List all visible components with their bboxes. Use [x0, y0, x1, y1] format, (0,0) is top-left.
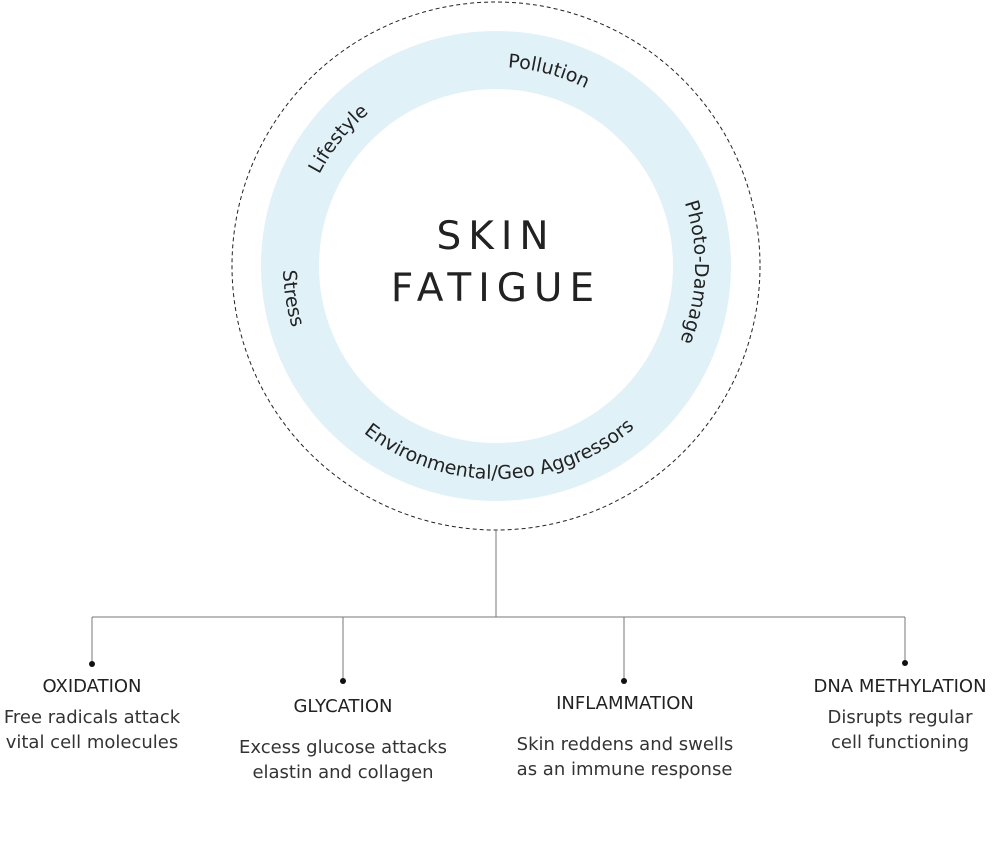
- node-title: DNA METHYLATION: [813, 676, 987, 697]
- node-dot: [340, 678, 346, 684]
- node-desc-line1: Free radicals attack: [3, 707, 181, 728]
- node-title: INFLAMMATION: [556, 693, 694, 714]
- center-title-line2: FATIGUE: [390, 266, 602, 311]
- node-oxidation: OXIDATION Free radicals attack vital cel…: [4, 676, 180, 755]
- node-dot: [89, 661, 95, 667]
- node-dna-methylation: DNA METHYLATION Disrupts regular cell fu…: [813, 676, 986, 755]
- connector-tree: [91, 530, 906, 681]
- node-dot: [902, 660, 908, 666]
- node-dot: [621, 678, 627, 684]
- factor-ring: [261, 31, 731, 501]
- node-desc-line2: vital cell molecules: [5, 732, 179, 753]
- node-desc-line1: Disrupts regular: [827, 707, 973, 728]
- node-title: OXIDATION: [42, 676, 142, 697]
- node-desc-line1: Skin reddens and swells: [516, 734, 734, 755]
- node-inflammation: INFLAMMATION Skin reddens and swells as …: [517, 693, 734, 782]
- node-glycation: GLYCATION Excess glucose attacks elastin…: [239, 696, 447, 785]
- node-desc-line2: as an immune response: [516, 759, 733, 780]
- node-title: GLYCATION: [293, 696, 393, 717]
- node-desc-line2: cell functioning: [830, 732, 970, 753]
- node-desc-line2: elastin and collagen: [252, 762, 434, 783]
- center-title-line1: SKIN: [436, 214, 556, 259]
- node-desc-line1: Excess glucose attacks: [239, 737, 447, 758]
